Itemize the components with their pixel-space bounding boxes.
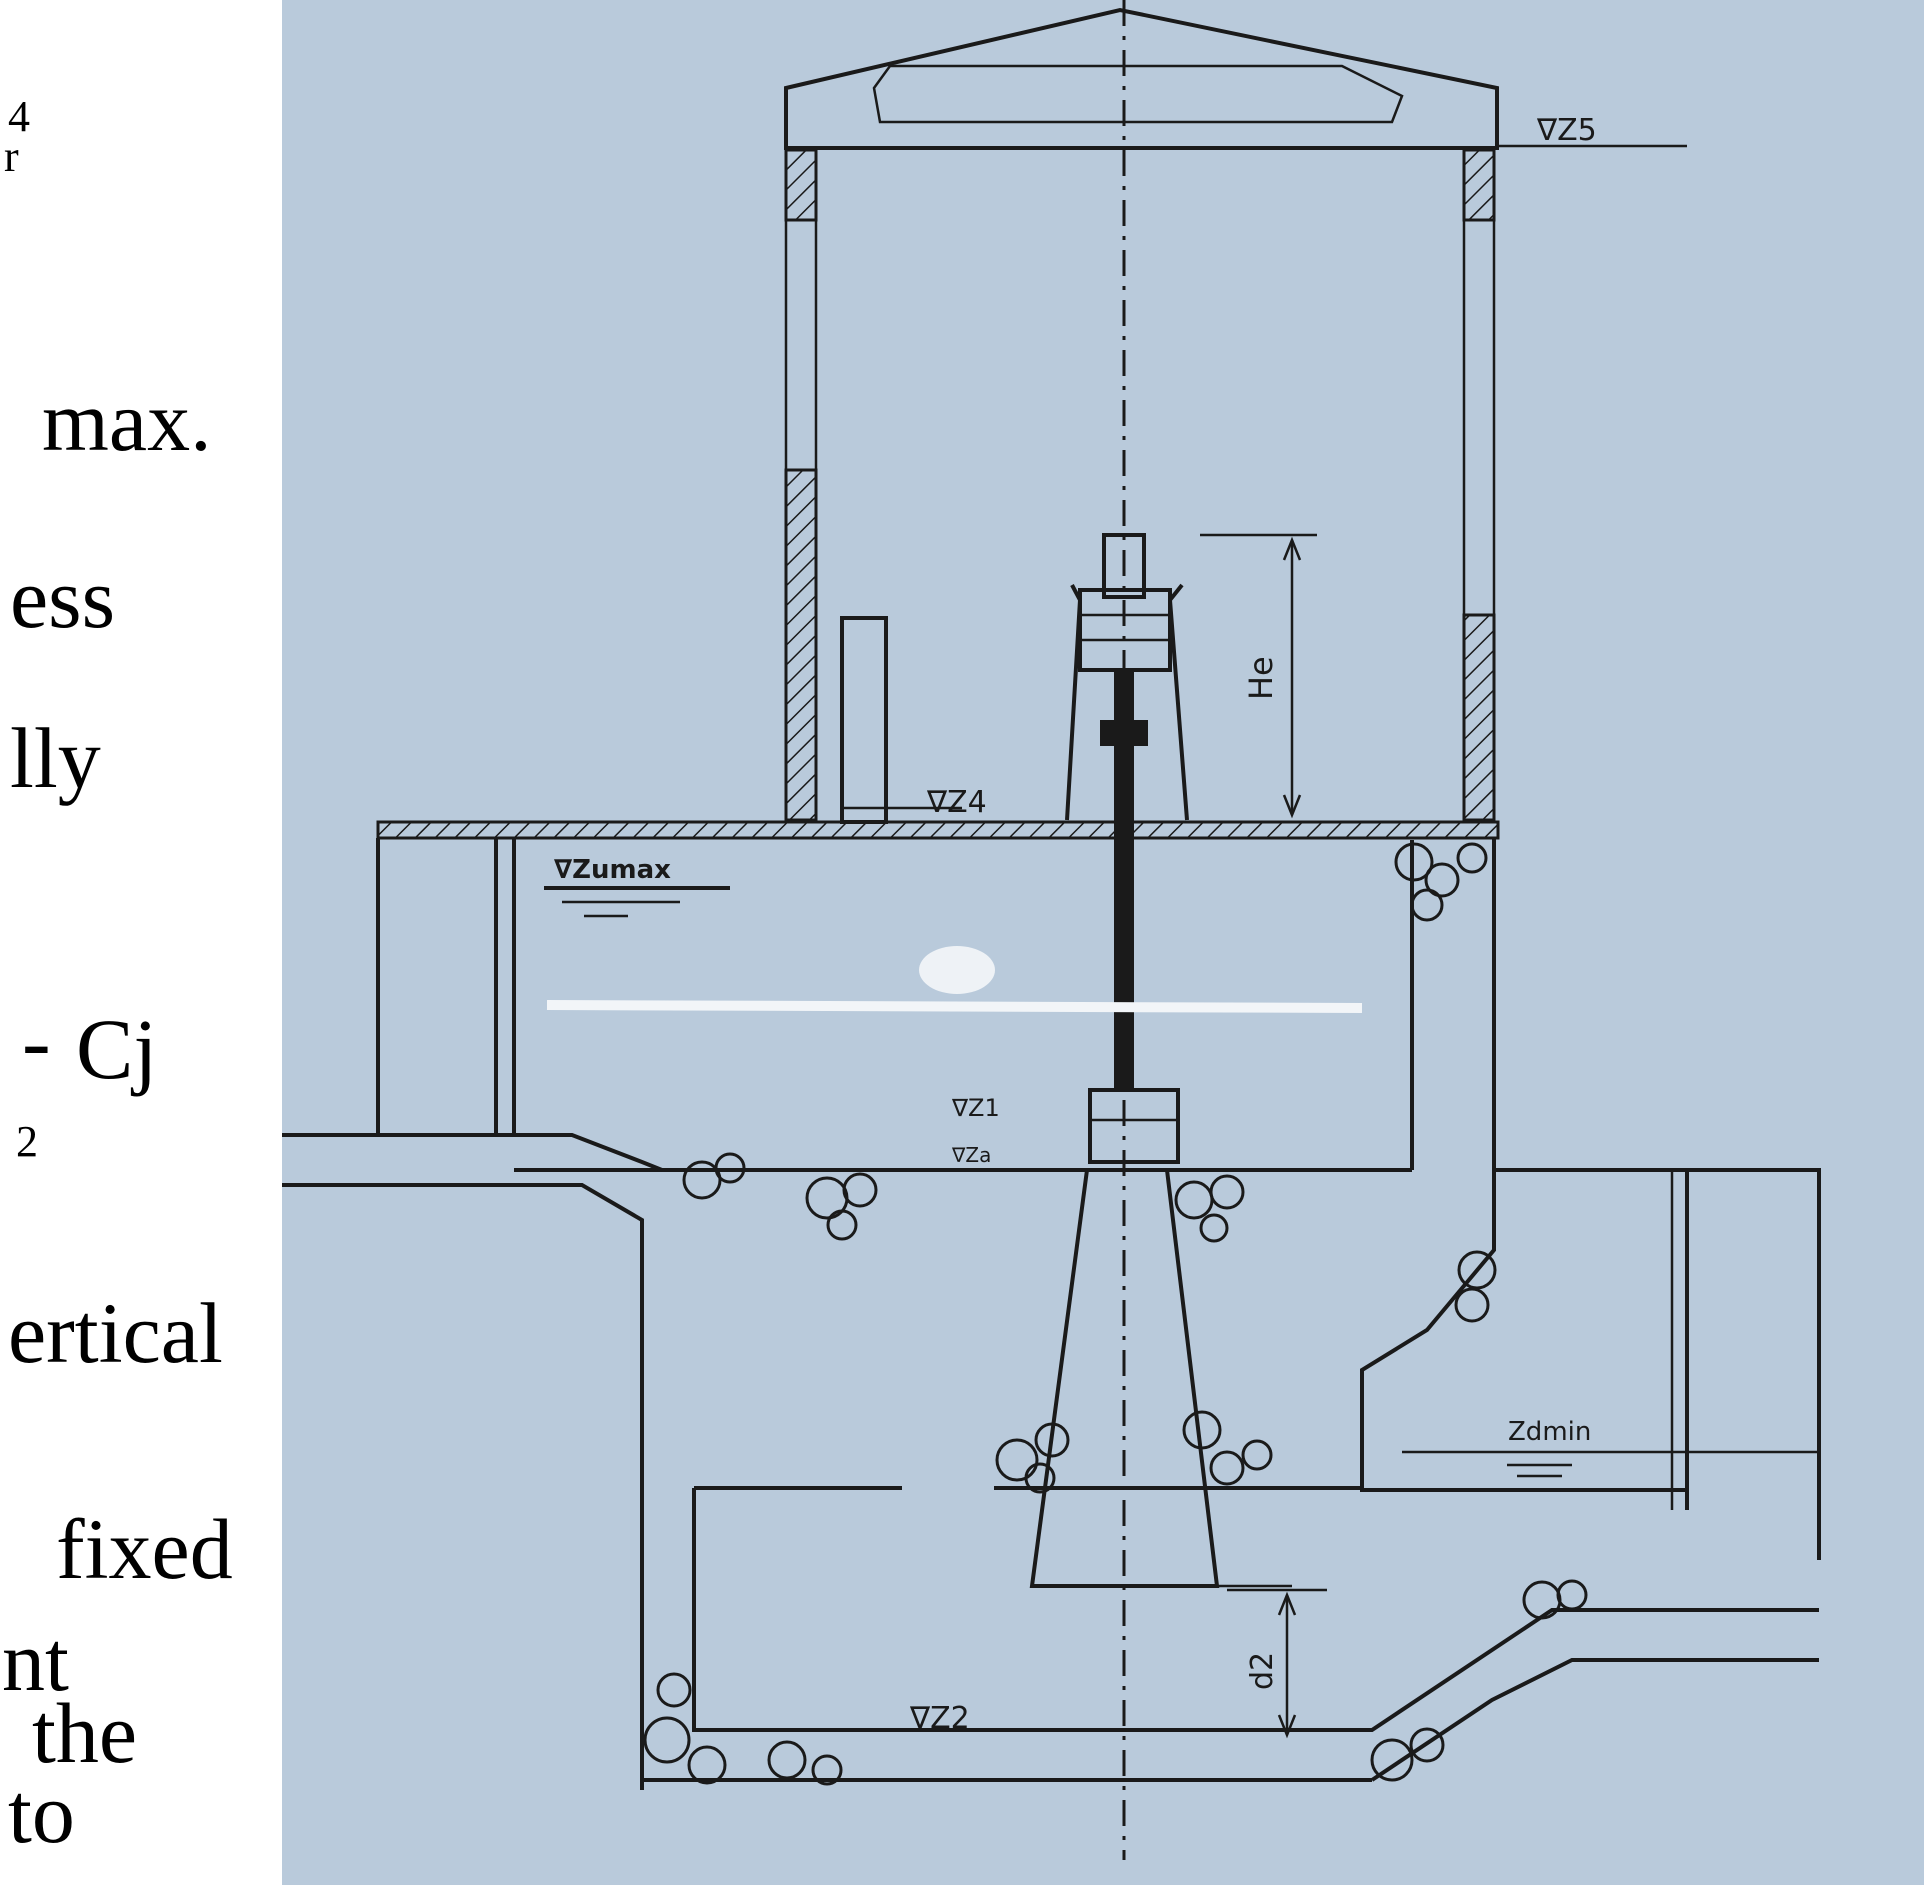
zumax-level-marker <box>544 886 1363 1013</box>
text-fragment-nt: nt <box>2 1613 69 1709</box>
label-za: ∇Za <box>951 1143 991 1167</box>
drawing-labels: ∇Z5 ∇Z4 ∇Zumax He ∇Z1 ∇Za Zdmin ∇Z2 d2 <box>554 113 1597 1736</box>
text-fragment-lly: lly <box>10 710 101 806</box>
label-zdmin: Zdmin <box>1508 1417 1591 1447</box>
d2-dimension <box>1227 1588 1327 1739</box>
roof <box>784 7 1687 150</box>
pump-station-drawing: ∇Z5 ∇Z4 ∇Zumax He ∇Z1 ∇Za Zdmin ∇Z2 d2 <box>282 0 1924 1885</box>
label-z1: ∇Z1 <box>951 1094 1000 1122</box>
text-fragment-max: max. <box>42 373 212 469</box>
text-column: 4 r max. ess lly - Cj 2 ertical fixed nt… <box>0 0 282 1885</box>
operating-floor <box>376 820 1500 1135</box>
label-z2: ∇Z2 <box>909 1701 970 1736</box>
text-fragment-the: the <box>32 1685 138 1781</box>
section-svg: ∇Z5 ∇Z4 ∇Zumax He ∇Z1 ∇Za Zdmin ∇Z2 d2 <box>282 0 1821 1860</box>
text-fragment-subscript-2: 2 <box>16 1117 38 1166</box>
label-z4: ∇Z4 <box>926 785 987 820</box>
text-fragment-fixed: fixed <box>56 1501 233 1597</box>
label-z5: ∇Z5 <box>1536 113 1597 148</box>
text-fragment-dash: - <box>22 993 51 1089</box>
rubble-fill <box>643 842 1588 1786</box>
he-dimension <box>1200 533 1317 819</box>
suction-pipe <box>1029 1088 1292 1588</box>
zdmin-level-marker <box>1507 1463 1572 1478</box>
motor-assembly <box>1065 533 1189 1090</box>
text-fragment-ess: ess <box>10 550 116 646</box>
text-fragment-ertical: ertical <box>8 1285 223 1381</box>
label-zumax: ∇Zumax <box>554 855 671 885</box>
standpipe <box>840 616 962 824</box>
text-fragment-superscript: 4 <box>8 92 30 141</box>
substructure <box>282 838 1821 1790</box>
text-fragment-to: to <box>8 1765 75 1861</box>
label-d2: d2 <box>1245 1652 1280 1690</box>
text-fragment-subscript: r <box>4 132 19 181</box>
label-he: He <box>1242 656 1280 700</box>
superstructure-walls <box>784 148 1496 822</box>
text-fragment-cj: Cj <box>76 1001 158 1097</box>
